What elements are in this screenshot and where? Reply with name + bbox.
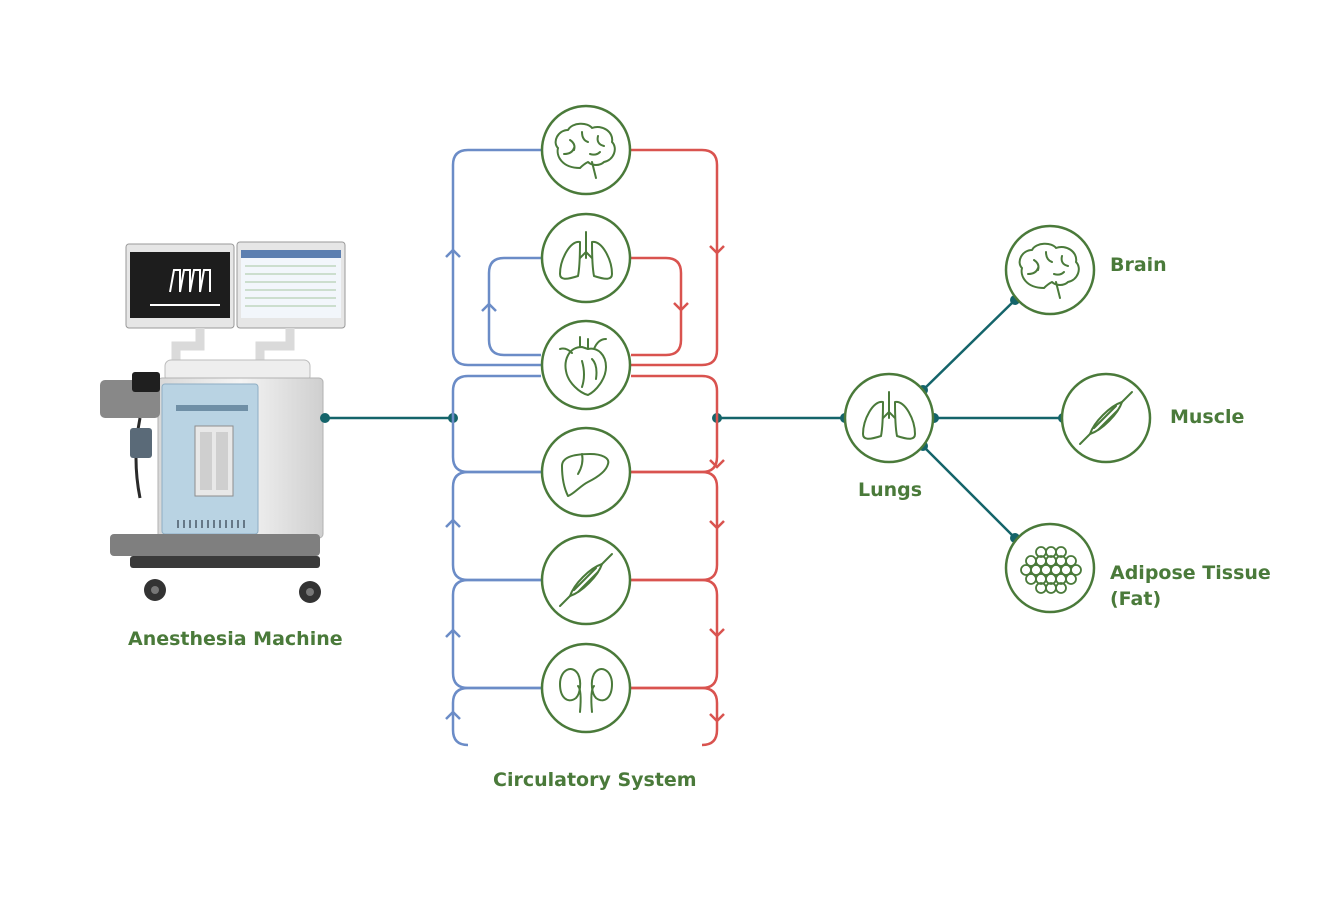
lungs-icon	[559, 231, 613, 280]
adipose-tissue-label: Adipose Tissue (Fat)	[1110, 560, 1271, 612]
brain-label: Brain	[1110, 254, 1167, 276]
adipose-tissue-label-line2: (Fat)	[1110, 588, 1162, 610]
lungs-to-brain-connector	[918, 295, 1020, 395]
heart-icon	[559, 336, 607, 396]
destination-brain-node	[1004, 224, 1096, 316]
circulation-to-lungs-connector	[712, 413, 850, 423]
circulation-kidneys-node	[540, 642, 632, 734]
muscle-icon	[559, 553, 613, 607]
fat-cells-icon	[1020, 546, 1082, 594]
anesthesia-machine-image	[100, 241, 346, 603]
venous-return-paths	[451, 148, 541, 747]
destination-fat-node	[1004, 522, 1096, 614]
anesthesia-machine-label: Anesthesia Machine	[128, 628, 343, 650]
lungs-label: Lungs	[858, 479, 923, 501]
flow-arrows	[445, 245, 725, 723]
kidneys-icon	[559, 668, 613, 713]
destination-muscle-node	[1060, 372, 1152, 464]
muscle-icon	[1079, 391, 1133, 445]
machine-to-circulation-connector	[320, 413, 458, 423]
lungs-hub-node	[843, 372, 935, 464]
adipose-tissue-label-line1: Adipose Tissue	[1110, 562, 1271, 584]
brain-icon	[554, 122, 616, 179]
lungs-to-fat-connector	[918, 441, 1020, 543]
circulation-heart-node	[540, 319, 632, 411]
liver-icon	[561, 453, 610, 497]
circulation-muscle-node	[540, 534, 632, 626]
muscle-label: Muscle	[1170, 406, 1245, 428]
arterial-paths	[631, 148, 719, 747]
circulatory-system-label: Circulatory System	[493, 769, 697, 791]
circulation-lungs-node	[540, 212, 632, 304]
lungs-to-muscle-connector	[929, 413, 1068, 423]
circulation-brain-node	[540, 104, 632, 196]
brain-icon	[1018, 242, 1080, 299]
lungs-icon	[862, 391, 916, 440]
circulation-liver-node	[540, 426, 632, 518]
